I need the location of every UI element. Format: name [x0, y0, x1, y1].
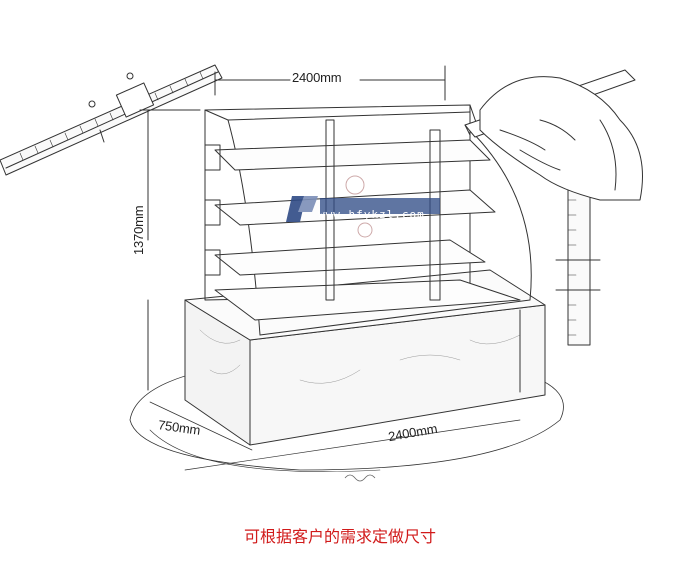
watermark-url: www.hfykzl.com	[318, 208, 425, 221]
ruler-icon	[0, 64, 223, 176]
top-width-dimension: 2400mm	[292, 70, 342, 85]
hand-with-pencil-icon	[464, 69, 643, 201]
vertical-scale-icon	[555, 184, 601, 346]
watermark-logo	[286, 175, 440, 238]
custom-size-caption: 可根据客户的需求定做尺寸	[243, 527, 436, 546]
artist-signature-icon	[344, 474, 376, 482]
height-dimension: 1370mm	[131, 205, 146, 255]
